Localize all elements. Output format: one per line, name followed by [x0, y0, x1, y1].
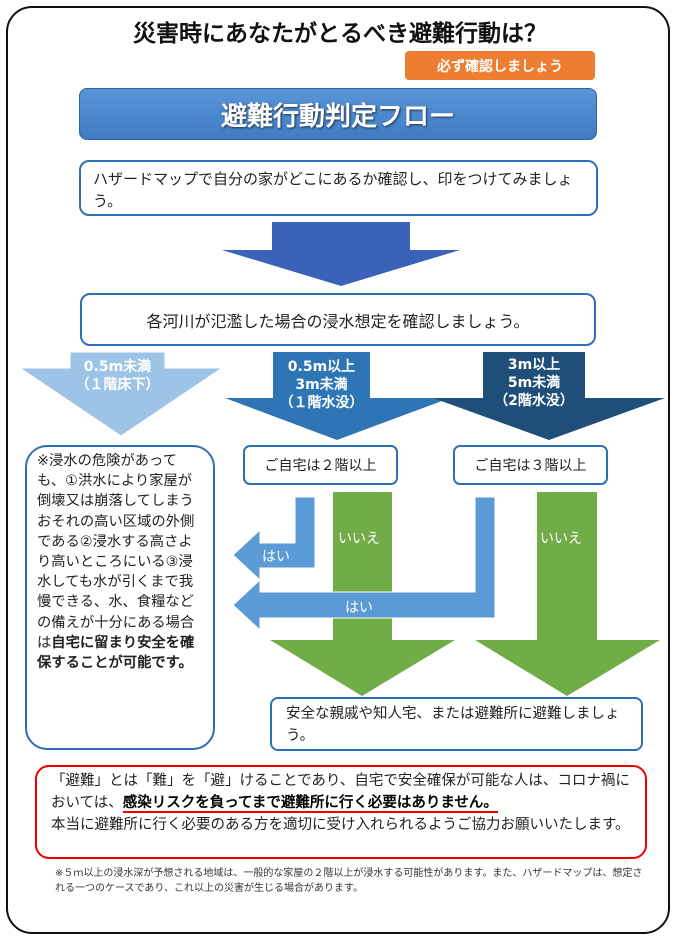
depth-arrow-shallow: [18, 351, 224, 437]
step-hazard-map: ハザードマップで自分の家がどこにあるか確認し、印をつけてみましょう。: [79, 160, 598, 216]
yes-arrow-2: [232, 496, 496, 632]
page-frame: [6, 6, 670, 934]
yes-arrow-1: [232, 496, 316, 582]
covid-notice: 「避難」とは「難」を「避」けることであり、自宅で安全確保が可能な人は、コロナ禍に…: [35, 765, 647, 859]
no-label-2: いいえ: [540, 531, 582, 547]
flow-banner: 避難行動判定フロー: [79, 88, 597, 140]
evacuate-result: 安全な親戚や知人宅、または避難所に避難しましょう。: [270, 697, 643, 751]
yes-label-2: はい: [345, 600, 373, 616]
down-arrow-main: [222, 222, 460, 286]
depth-arrow-deep: [433, 352, 665, 440]
no-arrow-2: [475, 492, 660, 696]
question-2nd-floor: ご自宅は２階以上: [243, 445, 398, 485]
footnote: ※５ｍ以上の浸水深が予想される地域は、一般的な家屋の２階以上が浸水する可能性があ…: [55, 868, 643, 894]
depth-label-shallow: 0.5m未満（１階床下）: [75, 359, 160, 393]
step-flood-depth: 各河川が氾濫した場合の浸水想定を確認しましょう。: [80, 293, 596, 346]
must-check-badge: 必ず確認しましょう: [405, 51, 595, 80]
no-label-1: いいえ: [338, 531, 380, 547]
page-title: 災害時にあなたがとるべき避難行動は？: [133, 21, 547, 47]
yes-label-1: はい: [262, 549, 290, 565]
question-3rd-floor: ご自宅は３階以上: [453, 445, 608, 485]
stay-home-note: ※浸水の危険があっても、①洪水により家屋が倒壊又は崩落してしまうおそれの高い区域…: [25, 445, 215, 750]
depth-arrow-medium: [225, 352, 450, 440]
